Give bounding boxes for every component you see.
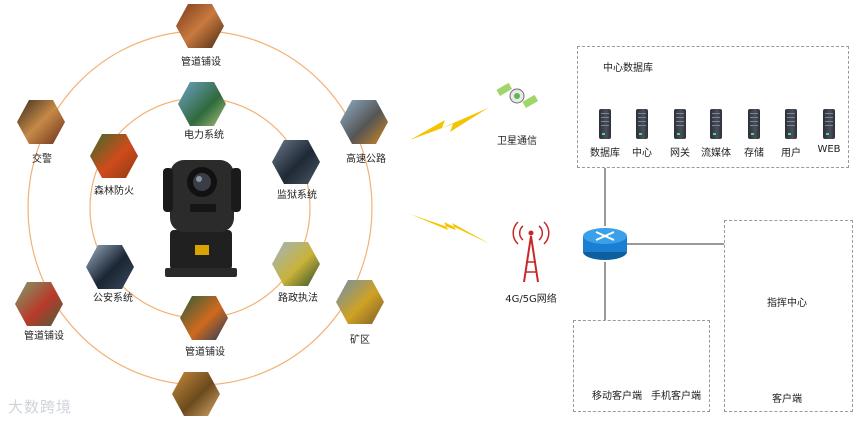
server-icon [636, 109, 648, 139]
cell-tower-icon [512, 221, 550, 283]
server-label: 数据库 [590, 148, 620, 159]
cellular-lightning-icon [410, 214, 490, 244]
label-mine: 矿区 [350, 335, 370, 346]
label-forest-fire: 森林防火 [94, 186, 134, 197]
server-label: 中心 [632, 148, 652, 159]
label-client: 客户端 [772, 394, 802, 405]
server-icon [710, 109, 722, 139]
label-pipeline-top: 管道铺设 [181, 57, 221, 68]
server-icon [823, 109, 835, 139]
router-icon [583, 228, 627, 260]
command-client-box [724, 220, 853, 412]
label-power-system: 电力系统 [184, 130, 224, 141]
server-icon [599, 109, 611, 139]
watermark-text: 大数跨境 [8, 398, 73, 416]
scenario-pipeline-left-image [15, 282, 63, 326]
label-prison-system: 监狱系统 [277, 190, 317, 201]
scenario-pipeline-bottom-image [172, 372, 220, 416]
label-phone-client: 手机客户端 [651, 391, 701, 402]
scenario-mine-image [336, 280, 384, 324]
server-label: WEB [817, 144, 841, 155]
data-center-box: 中心 数据库 [577, 46, 849, 168]
server-label: 流媒体 [701, 148, 731, 159]
label-satellite: 卫星通信 [497, 136, 537, 147]
scenario-pipeline-center-image [180, 296, 228, 340]
server-label: 网关 [670, 148, 690, 159]
server-icon [748, 109, 760, 139]
label-road-enforcement: 路政执法 [278, 293, 318, 304]
satellite-icon [496, 82, 539, 108]
data-center-title: 中心数据库 [603, 63, 653, 74]
server-label: 用户 [781, 148, 801, 159]
server-icon [674, 109, 686, 139]
ptz-camera-icon [163, 160, 241, 277]
server-icon [785, 109, 797, 139]
server-label: 存储 [744, 148, 764, 159]
label-pipeline-left: 管道铺设 [24, 331, 64, 342]
scenario-power-image [178, 82, 226, 126]
satellite-lightning-icon [410, 108, 488, 140]
label-mobile-client: 移动客户端 [592, 391, 642, 402]
label-pipeline-bottom: 管道铺设 [185, 347, 225, 358]
label-jiaojing: 交警 [32, 154, 52, 165]
label-command-center: 指挥中心 [767, 298, 807, 309]
label-police-system: 公安系统 [93, 293, 133, 304]
label-cellular: 4G/5G网络 [505, 294, 557, 305]
mobile-clients-box [573, 320, 710, 412]
label-highway: 高速公路 [346, 154, 386, 165]
